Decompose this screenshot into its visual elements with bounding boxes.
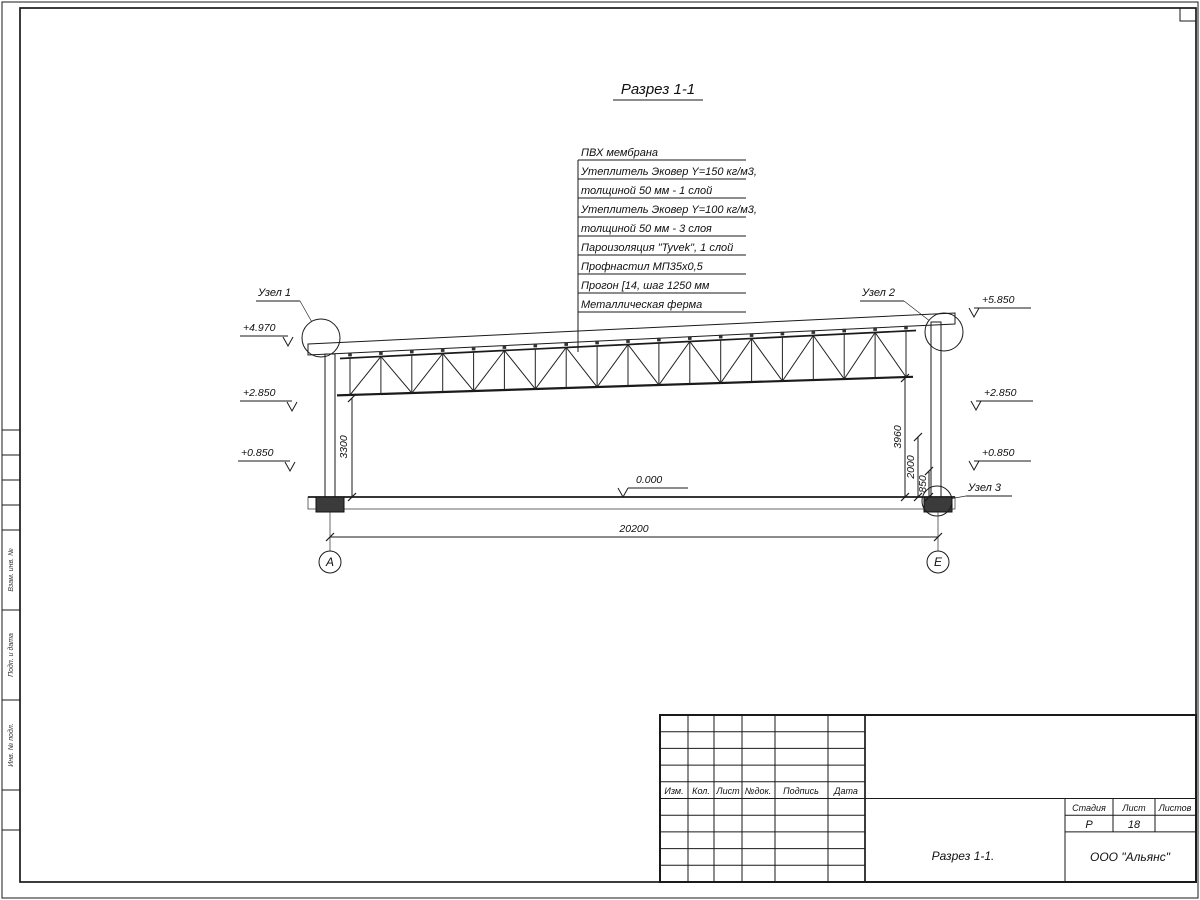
node-2-label: Узел 2 (861, 287, 895, 299)
tb-sheet-label: Лист (1121, 803, 1146, 813)
node-callouts: Узел 1 Узел 2 Узел 3 (256, 287, 1012, 517)
truss-web (348, 325, 908, 396)
frame-left-column: Взам. инв. № Подп. и дата Инв. № подл. (2, 429, 20, 831)
tb-stage-value: Р (1085, 819, 1093, 831)
right-footing (923, 496, 953, 513)
axis-a-circle (318, 550, 342, 574)
level-right-low: +0.850 (982, 447, 1015, 459)
callout-line: Металлическая ферма (581, 299, 702, 311)
left-footing (315, 496, 345, 513)
node-1-label: Узел 1 (257, 287, 291, 299)
truss-bottom-chord (336, 375, 914, 397)
tb-col-podpis: Подпись (783, 786, 819, 796)
node-3-label: Узел 3 (967, 482, 1002, 494)
callout-line: Профнастил МП35х0,5 (581, 261, 704, 273)
node-1-circle (301, 318, 341, 358)
dim-left-height: 3300 (338, 435, 350, 459)
callout-line: толщиной 50 мм - 1 слой (581, 185, 712, 197)
level-left-mid: +2.850 (243, 387, 276, 399)
level-floor: 0.000 (636, 474, 662, 486)
floor-slab (307, 496, 956, 510)
callout-line: Прогон [14, шаг 1250 мм (581, 280, 710, 292)
level-mark-icon (282, 336, 294, 348)
callout-line: ПВХ мембрана (581, 147, 658, 159)
dim-plinth-height: 850 (917, 475, 929, 493)
tb-col-izm: Изм. (664, 786, 683, 796)
elevation-marks: +4.970 +2.850 +0.850 +5.850 +2.850 +0.85… (238, 294, 1033, 499)
frame-label-inv: Инв. № подл. (7, 723, 15, 766)
tb-drawing-title: Разрез 1-1. (932, 849, 995, 863)
axis-e-circle (926, 550, 950, 574)
level-mark-icon (284, 461, 296, 473)
level-left-low: +0.850 (241, 447, 274, 459)
tb-col-data: Дата (833, 786, 858, 796)
level-mark-icon (286, 401, 298, 413)
node-3-circle (921, 485, 953, 517)
tb-col-kol: Кол. (692, 786, 710, 796)
level-mark-icon (968, 307, 980, 319)
tb-company: ООО "Альянс" (1090, 850, 1171, 864)
tb-sheets-label: Листов (1158, 803, 1192, 813)
node-2-circle (924, 312, 964, 352)
axis-a-label: А (325, 555, 334, 569)
dimensions: 20200 3300 3960 2000 850 (325, 373, 943, 551)
corner-stamp-box (1179, 7, 1197, 22)
frame-label-podp: Подп. и дата (7, 633, 15, 677)
axis-markers: А Е (318, 550, 950, 574)
level-mark-icon (968, 460, 980, 472)
section-title: Разрез 1-1 (613, 81, 703, 101)
tb-col-list: Лист (715, 786, 740, 796)
level-left-top: +4.970 (243, 322, 276, 334)
left-wall (324, 353, 336, 498)
tb-stage-label: Стадия (1072, 803, 1106, 813)
callout-line: толщиной 50 мм - 3 слоя (581, 223, 712, 235)
section-title-text: Разрез 1-1 (621, 81, 695, 98)
title-block: Изм. Кол. Лист №док. Подпись Дата Стадия… (659, 714, 1197, 883)
spec-callout: ПВХ мембрана Утеплитель Эковер Y=150 кг/… (577, 147, 757, 352)
frame-label-vzam: Взам. инв. № (8, 548, 15, 592)
dim-gate-height: 2000 (905, 455, 917, 480)
level-right-mid: +2.850 (984, 387, 1017, 399)
level-mark-icon (970, 400, 982, 412)
dim-right-height: 3960 (892, 425, 904, 449)
tb-sheet-number: 18 (1128, 819, 1141, 831)
callout-line: Утеплитель Эковер Y=150 кг/м3, (580, 166, 757, 178)
tb-col-ndok: №док. (745, 786, 771, 796)
right-wall (930, 321, 942, 498)
section-drawing (307, 312, 956, 513)
callout-line: Утеплитель Эковер Y=100 кг/м3, (580, 204, 757, 216)
axis-e-label: Е (934, 555, 943, 569)
level-mark-icon (617, 487, 629, 499)
dim-span: 20200 (618, 523, 648, 535)
callout-line: Пароизоляция "Tyvek", 1 слой (581, 242, 733, 254)
level-right-top: +5.850 (982, 294, 1015, 306)
